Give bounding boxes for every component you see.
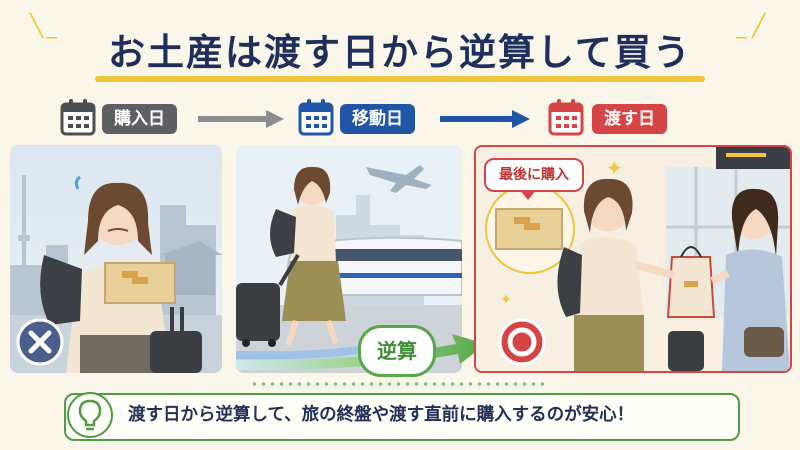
calendar-icon — [298, 99, 334, 136]
arrow-right-icon — [198, 110, 284, 128]
dotted-divider — [250, 382, 550, 386]
sparkle-icon: ╱ — [752, 14, 766, 39]
tip-box — [64, 393, 740, 441]
sparkle-icon: ─ — [736, 28, 747, 49]
arrow-right-icon — [440, 110, 530, 128]
calendar-icon — [548, 99, 584, 136]
step-travel-day-chip: 移動日 — [340, 104, 415, 134]
circle-icon — [498, 318, 546, 366]
title-underline — [95, 76, 705, 82]
sparkle-icon: ─ — [46, 28, 57, 49]
page-title: お土産は渡す日から逆算して買う — [108, 31, 692, 74]
sparkle-icon: ✦ — [606, 156, 623, 180]
sparkle-icon: ╲ — [30, 14, 44, 39]
tip-text: 渡す日から逆算して、旅の終盤や渡す直前に購入するのが安心！ — [128, 405, 635, 425]
step-giving-day-chip: 渡す日 — [592, 104, 667, 134]
speech-bubble-tail — [520, 190, 536, 200]
calendar-icon — [60, 99, 96, 136]
speech-bubble: 最後に購入 — [484, 158, 584, 192]
sparkle-icon: ✦ — [500, 292, 512, 308]
reverse-arrow-icon — [236, 334, 486, 371]
cross-icon — [16, 318, 64, 366]
reverse-badge: 逆算 — [358, 325, 436, 377]
step-purchase-day-chip: 購入日 — [102, 104, 177, 134]
lightbulb-icon — [67, 392, 113, 438]
